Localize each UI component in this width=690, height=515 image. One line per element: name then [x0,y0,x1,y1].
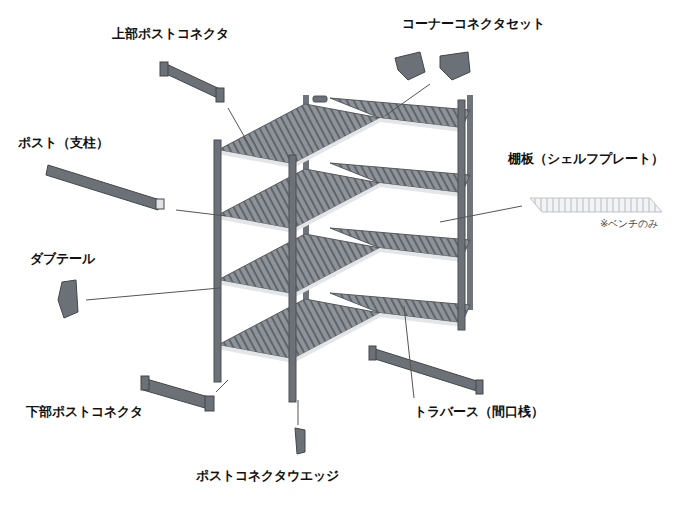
front-posts [214,96,465,402]
parts [46,52,483,454]
note-label: ※ベンチのみ [600,218,658,230]
shelf-plate-part [530,198,662,212]
part-label: ダブテール [30,251,95,267]
shelf-edges [218,120,462,361]
part-label: ポストコネクタウエッジ [196,468,339,484]
part-label: 上部ポストコネクタ [112,26,229,42]
part-label: トラバース（間口桟） [414,404,544,420]
part-label: ポスト（支柱） [18,135,109,151]
leader-lines [86,84,522,425]
part-label: 下部ポストコネクタ [26,404,143,420]
part-label: コーナーコネクタセット [402,16,545,32]
part-label: 棚板（シェルフプレート） [508,151,664,167]
